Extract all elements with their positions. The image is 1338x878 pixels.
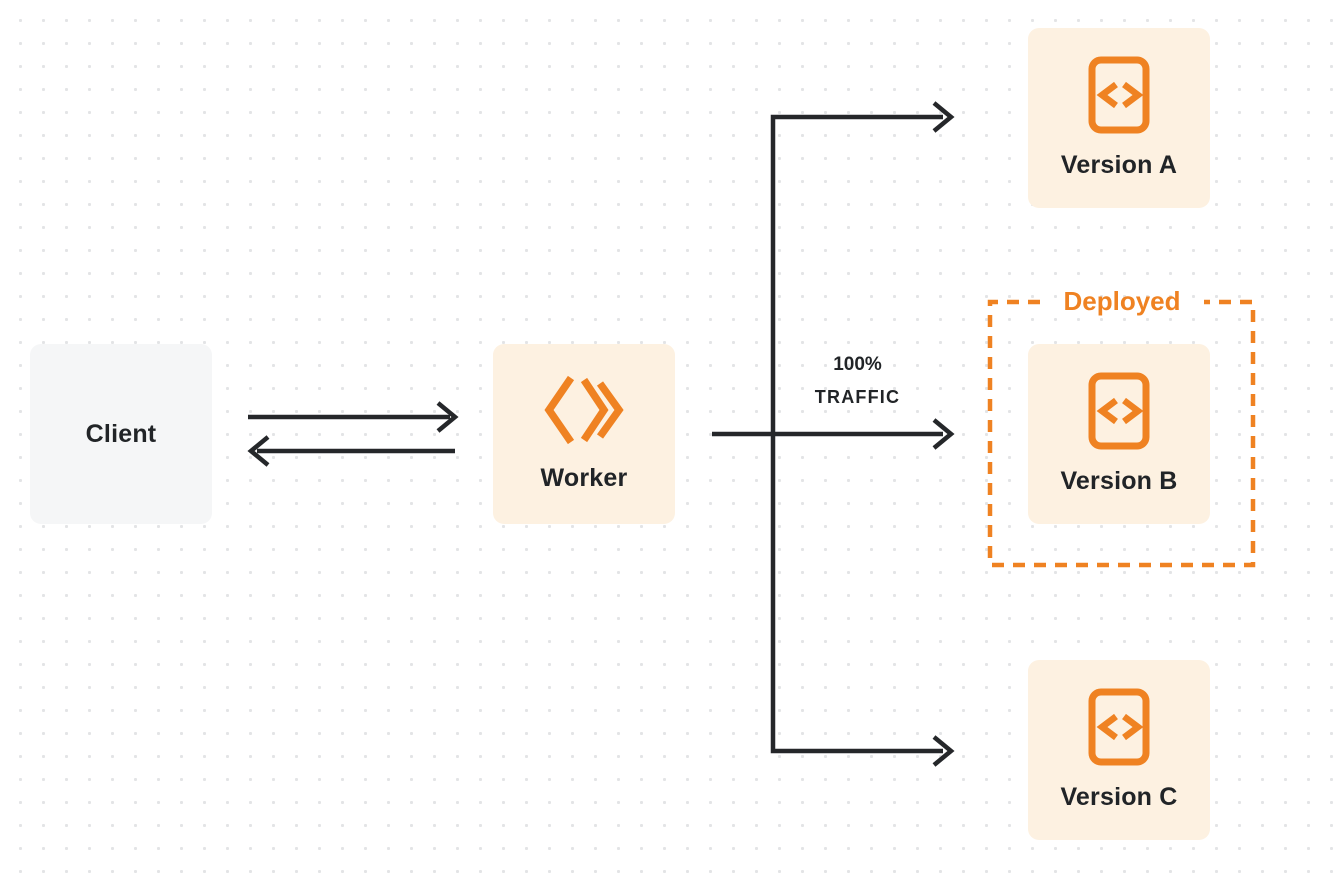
arrowhead-to-version-a-icon xyxy=(932,101,955,133)
version-c-box: Version C xyxy=(1028,660,1210,840)
arrowhead-to-version-b-icon xyxy=(932,418,955,450)
deployed-label: Deployed xyxy=(1063,286,1181,316)
version-c-label: Version C xyxy=(1060,783,1178,811)
code-file-icon xyxy=(1088,372,1150,450)
version-a-box: Version A xyxy=(1028,28,1210,208)
deployed-boundary xyxy=(987,299,1256,568)
client-box: Client xyxy=(30,344,212,524)
arrowhead-worker-to-client-icon xyxy=(247,435,270,467)
traffic-word-label: TRAFFIC xyxy=(814,387,901,407)
client-label: Client xyxy=(85,419,157,448)
worker-logo-icon xyxy=(544,375,624,445)
version-a-label: Version A xyxy=(1060,151,1178,179)
arrowhead-to-version-c-icon xyxy=(932,735,955,767)
arrowhead-client-to-worker-icon xyxy=(436,401,459,433)
code-file-icon xyxy=(1088,688,1150,766)
traffic-percent-label: 100% xyxy=(833,354,882,375)
traffic-label: 100% TRAFFIC xyxy=(785,349,930,415)
worker-box: Worker xyxy=(493,344,675,524)
code-file-icon xyxy=(1088,56,1150,134)
version-b-box: Version B xyxy=(1028,344,1210,524)
version-b-label: Version B xyxy=(1060,467,1178,495)
worker-label: Worker xyxy=(540,464,628,492)
